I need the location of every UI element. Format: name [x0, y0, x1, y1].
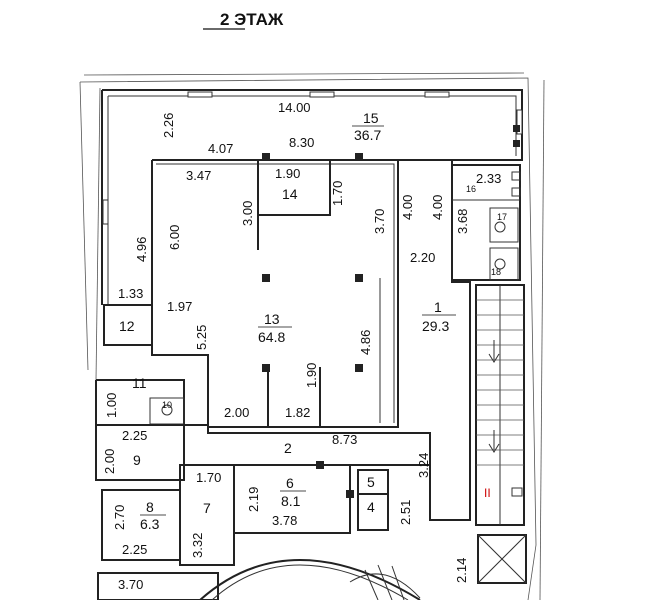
dim-label: 1.00: [104, 393, 119, 418]
walls: [95, 89, 527, 600]
room-13-area: 64.8: [258, 329, 285, 345]
outer-boundary: [79, 72, 545, 600]
dim-label: 4.96: [134, 237, 149, 262]
dim-label: 1.70: [196, 470, 221, 485]
dim-label: 8.30: [289, 135, 314, 150]
dim-label: 2.51: [398, 500, 413, 525]
dim-label: 3.24: [416, 453, 431, 478]
room-15-number: 15: [363, 110, 379, 126]
dim-label: 4.00: [430, 195, 445, 220]
room-15-area: 36.7: [354, 127, 381, 143]
dim-label: 1.97: [167, 299, 192, 314]
columns: [262, 125, 520, 498]
dim-label: 2.70: [112, 505, 127, 530]
dim-label: 4.07: [208, 141, 233, 156]
room-6-number: 6: [286, 475, 294, 491]
dim-label: 2.14: [454, 558, 469, 583]
dim-label: 2.33: [476, 171, 501, 186]
room-8-area: 6.3: [140, 516, 160, 532]
dimension-labels: 14.00 2.26 4.07 8.30 3.47 1.90 1.70 3.00…: [102, 100, 501, 592]
dim-label: 2.25: [122, 542, 147, 557]
room-6-area: 8.1: [281, 493, 301, 509]
dim-label: 1.82: [285, 405, 310, 420]
room-16-number: 16: [466, 184, 476, 194]
room-11-number: 11: [132, 375, 147, 391]
room-17-number: 17: [497, 212, 507, 222]
dim-label: 1.70: [330, 181, 345, 206]
room-13-number: 13: [264, 311, 280, 327]
dim-label: 2.19: [246, 487, 261, 512]
room-18-number: 18: [491, 267, 501, 277]
dim-label: 2.26: [161, 113, 176, 138]
dim-label: 3.68: [455, 209, 470, 234]
room-8-number: 8: [146, 499, 154, 515]
room-1-area: 29.3: [422, 318, 449, 334]
dim-label: 3.00: [240, 201, 255, 226]
room-14-number: 14: [282, 186, 298, 202]
dim-label: 4.00: [400, 195, 415, 220]
dim-label: 3.47: [186, 168, 211, 183]
room-5-number: 5: [367, 474, 375, 490]
room-12-number: 12: [119, 318, 135, 334]
dim-label: 2.00: [102, 449, 117, 474]
windows: [102, 91, 523, 225]
dim-label: 3.32: [190, 533, 205, 558]
room-9-number: 9: [133, 452, 141, 468]
stair-treads: [476, 299, 524, 466]
room-1-number: 1: [434, 299, 442, 315]
sanitary-fixtures: [161, 171, 521, 416]
dim-label: 5.25: [194, 325, 209, 350]
dim-label: 4.86: [358, 330, 373, 355]
dim-label: 1.90: [304, 363, 319, 388]
room-10-number: 10: [162, 400, 172, 410]
stair-marker: II: [484, 486, 491, 500]
room-2-number: 2: [284, 440, 292, 456]
dim-label: 1.33: [118, 286, 143, 301]
room-labels: 15 36.7 14 13 64.8 1 29.3 12 11 10 9 2 8…: [119, 110, 507, 532]
dim-label: 3.70: [118, 577, 143, 592]
dim-label: 6.00: [167, 225, 182, 250]
stair-marker-box: [511, 487, 523, 497]
room-7-number: 7: [203, 500, 211, 516]
dim-label: 3.78: [272, 513, 297, 528]
dim-label: 14.00: [278, 100, 311, 115]
dim-label: 2.00: [224, 405, 249, 420]
room-4-number: 4: [367, 499, 375, 515]
dim-label: 2.25: [122, 428, 147, 443]
dim-label: 1.90: [275, 166, 300, 181]
dim-label: 3.70: [372, 209, 387, 234]
floor-title: 2 ЭТАЖ: [220, 10, 284, 29]
dim-label: 2.20: [410, 250, 435, 265]
dim-label: 8.73: [332, 432, 357, 447]
